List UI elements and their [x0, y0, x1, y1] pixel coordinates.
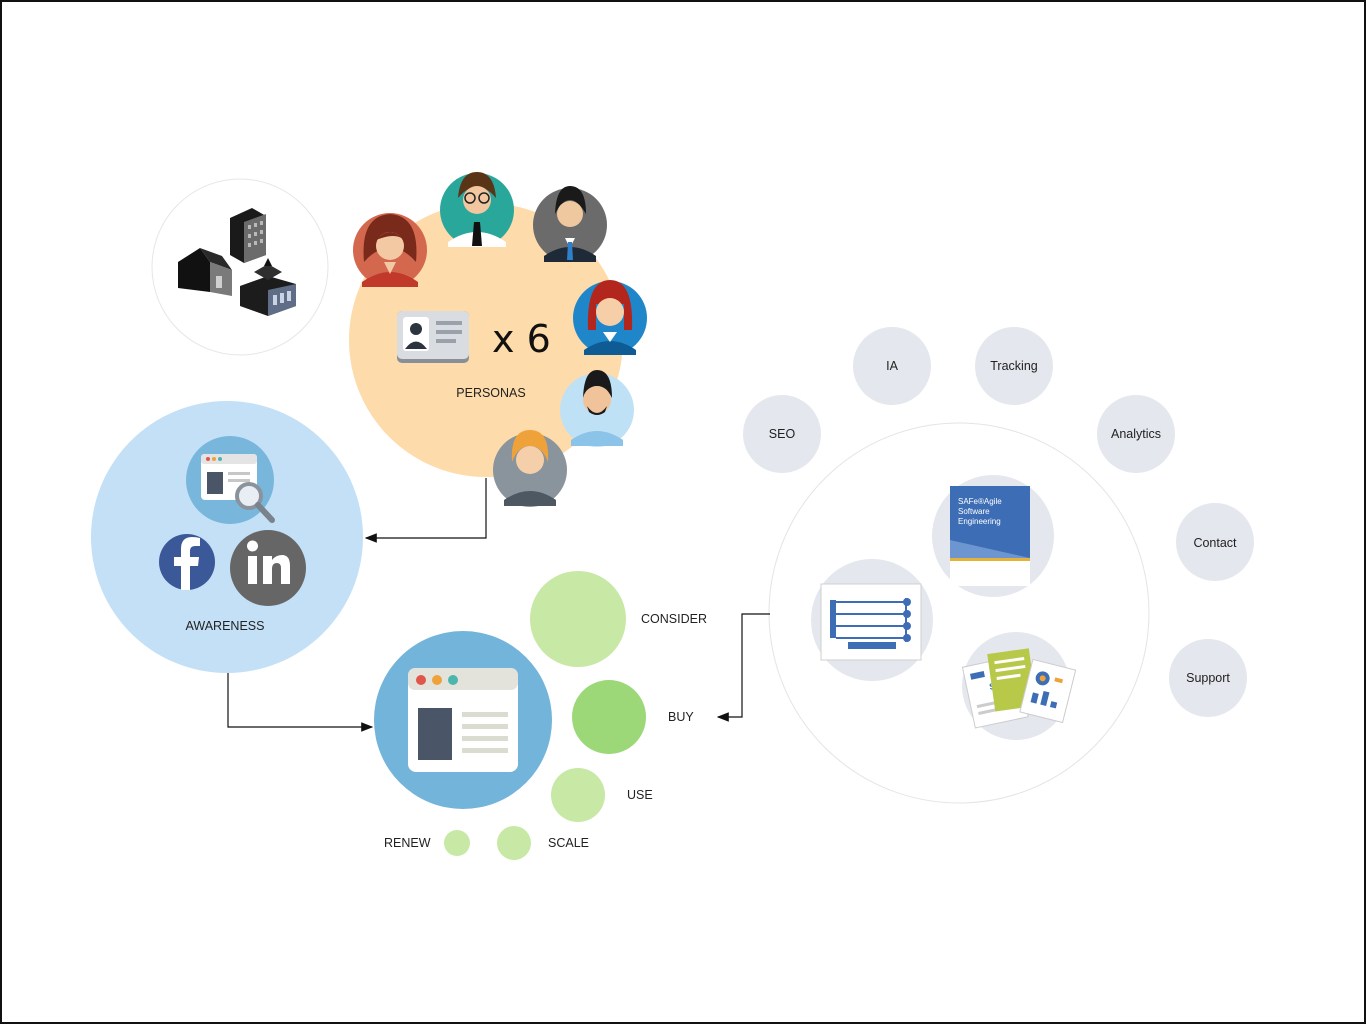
service-support-label: Support: [1186, 671, 1230, 685]
linkedin-icon: [230, 530, 306, 606]
book-title-line-2: Software: [958, 507, 990, 516]
buy-label: BUY: [668, 710, 694, 724]
service-tracking[interactable]: Tracking: [975, 327, 1053, 405]
reports-asset: SAFe: [961, 632, 1077, 740]
service-contact[interactable]: Contact: [1176, 503, 1254, 581]
buildings-icon: [178, 208, 296, 316]
service-ia[interactable]: IA: [853, 327, 931, 405]
renew-bubble: [444, 830, 470, 856]
use-bubble: [551, 768, 605, 822]
service-seo[interactable]: SEO: [743, 395, 821, 473]
assets-to-buy-arrow: [716, 613, 770, 722]
persona-avatar-1: [353, 213, 427, 287]
service-contact-label: Contact: [1193, 536, 1237, 550]
book-asset: SAFe®Agile Software Engineering: [932, 475, 1054, 597]
service-tracking-label: Tracking: [990, 359, 1038, 373]
buy-bubble: [572, 680, 646, 754]
content-assets-cluster: SAFe®Agile Software Engineering: [768, 422, 1150, 804]
service-support[interactable]: Support: [1169, 639, 1247, 717]
services-ring: SEO IA Tracking Analytics Contact Suppor…: [743, 327, 1254, 717]
awareness-to-website-arrow: [227, 673, 374, 732]
organization-circle: [151, 178, 329, 356]
persona-avatar-5: [560, 370, 634, 447]
service-analytics[interactable]: Analytics: [1097, 395, 1175, 473]
renew-label: RENEW: [384, 836, 431, 850]
id-card-icon: [397, 311, 469, 363]
service-analytics-label: Analytics: [1111, 427, 1161, 441]
connectors: [227, 478, 770, 732]
search-website-icon: [186, 436, 275, 524]
framework-diagram-asset: [811, 559, 933, 681]
book-title-line-1: SAFe®Agile: [958, 497, 1002, 506]
consider-label: CONSIDER: [641, 612, 707, 626]
personas-label: PERSONAS: [456, 386, 525, 400]
consider-bubble: [530, 571, 626, 667]
persona-count: x 6: [492, 317, 551, 361]
scale-label: SCALE: [548, 836, 589, 850]
persona-avatar-6: [493, 430, 567, 507]
website-hub: [374, 631, 552, 809]
book-title-line-3: Engineering: [958, 517, 1001, 526]
awareness-stage: AWARENESS: [91, 401, 363, 673]
awareness-label: AWARENESS: [186, 619, 265, 633]
facebook-icon: [159, 534, 215, 590]
persona-avatar-3: [533, 186, 607, 262]
scale-bubble: [497, 826, 531, 860]
service-ia-label: IA: [886, 359, 898, 373]
personas-to-awareness-arrow: [364, 478, 487, 543]
persona-avatar-4: [573, 280, 647, 355]
website-icon: [408, 668, 518, 772]
use-label: USE: [627, 788, 653, 802]
journey-stages: CONSIDER BUY USE SCALE RENEW: [384, 571, 707, 860]
personas-stage: x 6 PERSONAS: [349, 172, 647, 507]
service-seo-label: SEO: [769, 427, 796, 441]
persona-avatar-2: [440, 172, 514, 247]
